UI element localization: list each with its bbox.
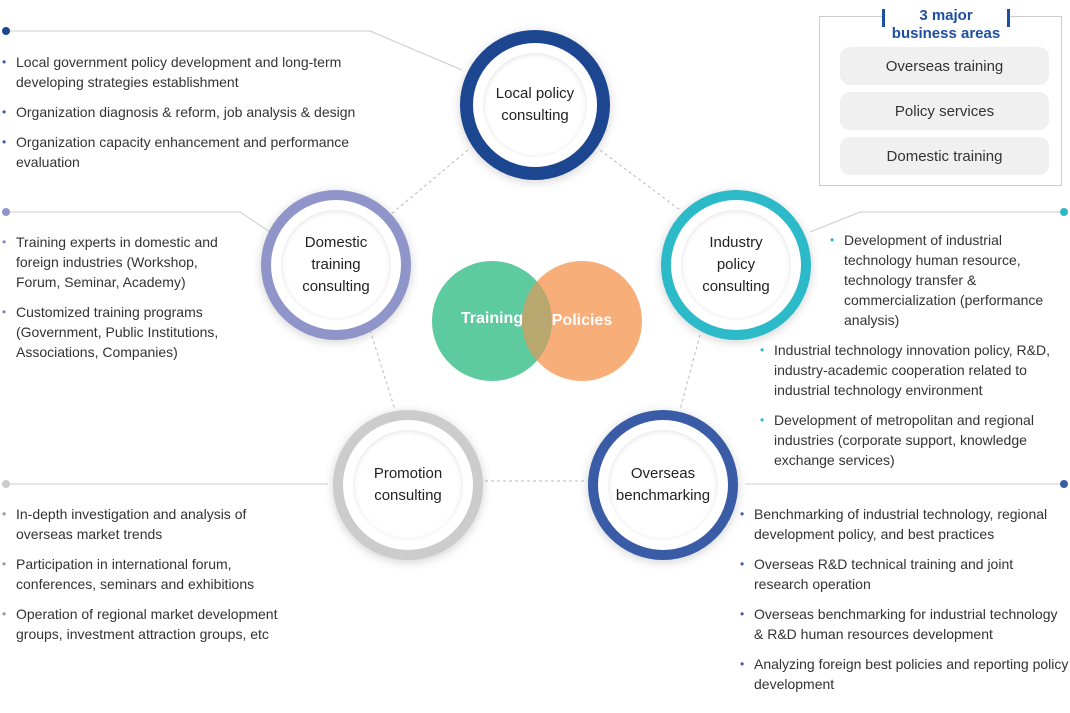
venn-training-label: Training (460, 310, 524, 327)
industry-policy-list-top: Development of industrial technology hum… (830, 230, 1050, 340)
promotion-circle: Promotion consulting (333, 410, 483, 560)
link-local-domestic (389, 149, 469, 216)
link-local-industry (599, 149, 681, 211)
list-item: Development of metropolitan and regional… (760, 410, 1070, 470)
list-item: Training experts in domestic and foreign… (2, 232, 237, 292)
list-item: Organization diagnosis & reform, job ana… (2, 102, 372, 122)
domestic-training-inner (281, 210, 391, 320)
callout-line-industry (809, 211, 1064, 233)
list-item: Organization capacity enhancement and pe… (2, 132, 372, 172)
callout-dot-promotion (2, 480, 10, 488)
industry-policy-list-bottom: Industrial technology innovation policy,… (760, 340, 1070, 480)
callout-dot-local (2, 27, 10, 35)
legend-title-bar-left (882, 9, 885, 27)
venn-policies-label-wrap: Policies (542, 312, 622, 330)
promotion-label: Promotion consulting (373, 465, 443, 504)
link-industry-overseas (679, 334, 701, 411)
list-item: Local government policy development and … (2, 52, 372, 92)
list-item: Overseas R&D technical training and join… (740, 554, 1070, 594)
promotion-inner (353, 430, 463, 540)
promotion-list: In-depth investigation and analysis of o… (2, 504, 307, 654)
overseas-benchmarking-list: Benchmarking of industrial technology, r… (740, 504, 1070, 704)
legend-title-text: 3 major business areas (891, 7, 1001, 42)
overseas-benchmarking-inner (608, 430, 718, 540)
domestic-training-list: Training experts in domestic and foreign… (2, 232, 237, 372)
legend-title-bar-right (1007, 9, 1010, 27)
legend-item-policy-services: Policy services (840, 92, 1049, 130)
local-policy-inner (483, 53, 587, 157)
list-item: Overseas benchmarking for industrial tec… (740, 604, 1070, 644)
venn-policies-label: Policies (551, 312, 613, 329)
legend-item-overseas-training: Overseas training (840, 47, 1049, 85)
local-policy-label: Local policy consulting (495, 85, 575, 124)
list-item: Operation of regional market development… (2, 604, 307, 644)
callout-dot-overseas (1060, 480, 1068, 488)
overseas-benchmarking-label: Overseas benchmarking (615, 465, 711, 504)
legend-item-domestic-training: Domestic training (840, 137, 1049, 175)
venn-training-label-wrap: Training (452, 310, 532, 328)
list-item: Customized training programs (Government… (2, 302, 237, 362)
industry-policy-inner (681, 210, 791, 320)
callout-dot-domestic (2, 208, 10, 216)
list-item: Industrial technology innovation policy,… (760, 340, 1070, 400)
link-domestic-promotion (369, 329, 396, 411)
list-item: Participation in international forum, co… (2, 554, 307, 594)
list-item: Benchmarking of industrial technology, r… (740, 504, 1070, 544)
list-item: In-depth investigation and analysis of o… (2, 504, 307, 544)
domestic-training-circle: Domestic training consulting (261, 190, 411, 340)
local-policy-list: Local government policy development and … (2, 52, 372, 182)
local-policy-circle: Local policy consulting (460, 30, 610, 180)
industry-policy-label: Industry policy consulting (702, 234, 770, 295)
callout-dot-industry (1060, 208, 1068, 216)
list-item: Development of industrial technology hum… (830, 230, 1050, 330)
business-areas-legend: 3 major business areas Overseas training… (819, 7, 1062, 186)
industry-policy-circle: Industry policy consulting (661, 190, 811, 340)
overseas-benchmarking-circle: Overseas benchmarking (588, 410, 738, 560)
list-item: Analyzing foreign best policies and repo… (740, 654, 1070, 694)
legend-title: 3 major business areas (882, 7, 1010, 43)
domestic-training-label: Domestic training consulting (302, 234, 370, 295)
callout-line-domestic (6, 211, 271, 233)
callout-line-local (6, 30, 463, 71)
